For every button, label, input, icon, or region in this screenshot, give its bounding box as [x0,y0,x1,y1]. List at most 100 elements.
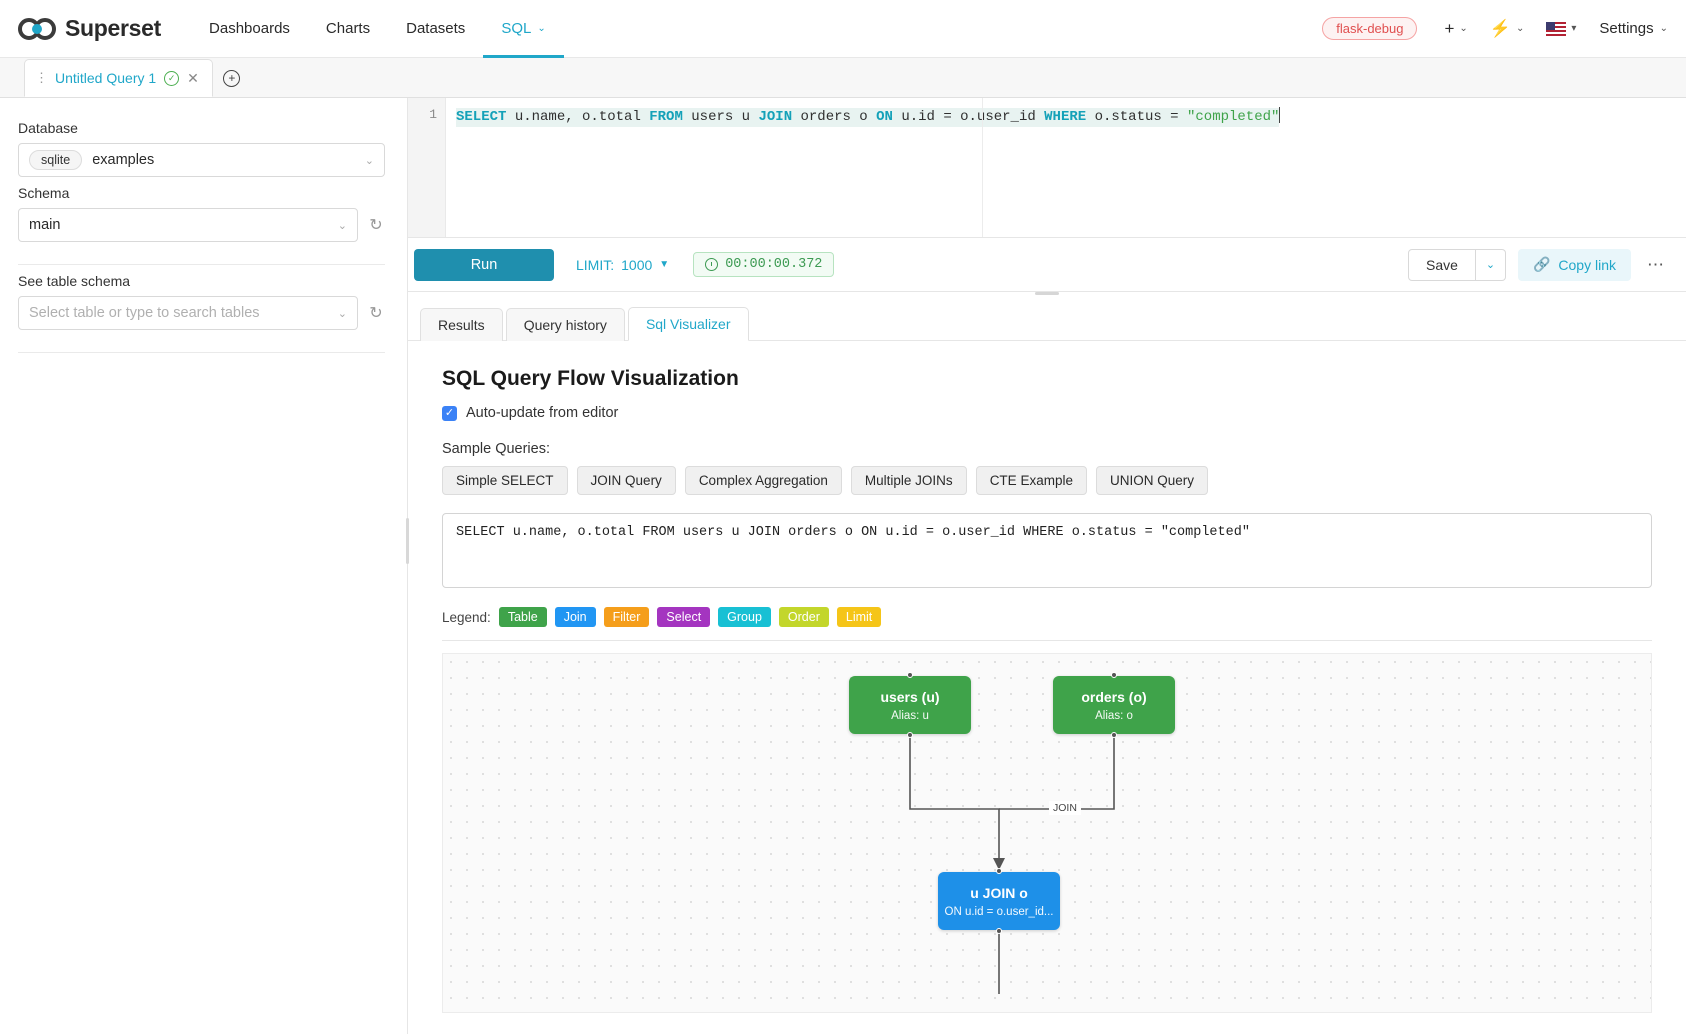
chevron-down-icon: ⌄ [1659,23,1668,34]
legend: Legend: Table Join Filter Select Group O… [442,607,1652,641]
flow-node-subtitle: ON u.id = o.user_id... [944,906,1054,918]
sidebar-divider [18,264,385,265]
nav-link-dashboards[interactable]: Dashboards [209,19,290,37]
bolt-menu[interactable]: ⚡ ⌄ [1481,20,1534,37]
legend-chip-join: Join [554,607,596,627]
plus-icon: + [1444,19,1455,38]
database-engine-pill: sqlite [29,150,83,170]
database-select[interactable]: sqlite examples ⌄ [18,143,385,177]
node-handle-top[interactable] [1111,672,1117,678]
settings-menu[interactable]: Settings ⌄ [1589,20,1668,37]
sidebar-divider-bottom [18,352,385,353]
edge-label-join: JOIN [1049,801,1081,815]
refresh-tables-icon[interactable]: ↻ [369,305,383,322]
refresh-schema-icon[interactable]: ↻ [369,217,383,234]
sidebar-resize-handle[interactable] [406,518,409,564]
editor-vertical-rule [982,98,983,237]
table-select-row: Select table or type to search tables ⌄ … [18,296,385,330]
legend-chip-group: Group [718,607,771,627]
superset-logo[interactable]: Superset [0,15,161,42]
sql-editor[interactable]: 1 SELECT u.name, o.total FROM users u JO… [408,98,1686,238]
caret-down-icon: ▾ [1571,23,1577,34]
flow-node-title: orders (o) [1081,689,1147,705]
caret-down-icon: ▼ [659,259,670,270]
node-handle-bottom[interactable] [907,732,913,738]
flow-node-subtitle: Alias: u [891,710,929,722]
limit-value: 1000 [621,256,653,273]
node-handle-bottom[interactable] [996,928,1002,934]
copy-link-label: Copy link [1558,256,1616,273]
sample-queries-label: Sample Queries: [442,441,550,457]
close-icon[interactable]: ✕ [187,69,199,86]
chevron-down-icon: ⌄ [537,22,546,34]
schema-label: Schema [18,185,70,201]
auto-update-row: ✓ Auto-update from editor [442,405,1652,421]
text-cursor [1279,107,1281,123]
add-query-tab-button[interactable]: + [213,59,251,97]
table-search-placeholder: Select table or type to search tables [29,305,260,321]
more-options-icon[interactable]: ⋯ [1647,254,1664,274]
plus-circle-icon: + [223,69,241,87]
us-flag-icon [1546,21,1567,36]
sql-visualizer-panel: SQL Query Flow Visualization ✓ Auto-upda… [408,341,1686,1034]
tab-results[interactable]: Results [420,308,503,341]
nav-link-datasets[interactable]: Datasets [406,19,466,37]
auto-update-label: Auto-update from editor [466,405,619,421]
check-circle-icon: ✓ [164,70,180,86]
bolt-icon: ⚡ [1489,19,1511,38]
editor-toolbar: Run LIMIT: 1000 ▼ 00:00:00.372 Save ⌄ 🔗 [408,238,1686,295]
toolbar-right-group: Save ⌄ 🔗 Copy link ⋯ [1407,248,1668,281]
limit-label: LIMIT: [576,256,615,273]
copy-link-button[interactable]: 🔗 Copy link [1517,248,1631,281]
query-tab-untitled-query-1[interactable]: ⋮ Untitled Query 1 ✓ ✕ [24,59,213,97]
main-nav: Dashboards Charts Datasets SQL ⌄ [191,0,564,58]
clock-icon [705,258,719,271]
flow-edges [909,734,1115,994]
flow-node-orders[interactable]: orders (o) Alias: o [1053,672,1175,738]
sql-input-textarea[interactable] [442,513,1652,588]
nav-link-sql[interactable]: SQL ⌄ [483,0,563,58]
table-search-select[interactable]: Select table or type to search tables ⌄ [18,296,358,330]
tab-sql-visualizer[interactable]: Sql Visualizer [627,307,749,341]
sample-query-buttons: Simple SELECT JOIN Query Complex Aggrega… [442,466,1652,495]
flow-node-join[interactable]: u JOIN o ON u.id = o.user_id... [938,868,1060,934]
node-handle-top[interactable] [907,672,913,678]
legend-chip-select: Select [657,607,711,627]
brand-text: Superset [65,15,162,41]
sample-button-cte-example[interactable]: CTE Example [975,466,1087,495]
flow-node-subtitle: Alias: o [1095,710,1133,722]
schema-select[interactable]: main ⌄ [18,208,358,242]
sample-button-complex-aggregation[interactable]: Complex Aggregation [684,466,842,495]
schema-row: main ⌄ ↻ [18,208,385,242]
sql-code-line: SELECT u.name, o.total FROM users u JOIN… [456,108,1280,127]
sample-button-union-query[interactable]: UNION Query [1095,466,1208,495]
run-button[interactable]: Run [414,248,554,281]
tab-query-history[interactable]: Query history [505,308,625,341]
sample-button-multiple-joins[interactable]: Multiple JOINs [850,466,967,495]
editor-gutter: 1 [408,98,446,237]
superset-mark-icon [18,17,56,40]
workspace: Database sqlite examples ⌄ Schema main ⌄… [0,98,1686,1034]
limit-dropdown[interactable]: LIMIT: 1000 ▼ [576,257,669,273]
query-tab-label: Untitled Query 1 [55,70,157,86]
auto-update-checkbox[interactable]: ✓ [442,405,457,421]
save-dropdown-button[interactable]: ⌄ [1475,248,1506,281]
flow-node-users[interactable]: users (u) Alias: u [849,672,971,738]
editor-resize-handle[interactable] [1035,292,1059,295]
sample-button-join-query[interactable]: JOIN Query [576,466,676,495]
editor-code-area[interactable]: SELECT u.name, o.total FROM users u JOIN… [446,98,1686,237]
new-item-menu[interactable]: + ⌄ [1435,20,1476,37]
line-number: 1 [429,107,437,122]
node-handle-top[interactable] [996,868,1002,874]
nav-link-charts[interactable]: Charts [325,19,371,37]
settings-label: Settings [1599,20,1654,37]
save-group: Save ⌄ [1407,248,1506,281]
flow-canvas[interactable]: users (u) Alias: u orders (o) Alias: o u… [442,653,1652,1013]
language-menu[interactable]: ▾ [1537,21,1585,36]
node-handle-bottom[interactable] [1111,732,1117,738]
drag-grip-icon[interactable]: ⋮ [35,70,48,85]
table-schema-label: See table schema [18,273,131,289]
page-title: SQL Query Flow Visualization [442,367,739,390]
sample-button-simple-select[interactable]: Simple SELECT [442,466,568,495]
save-button[interactable]: Save [1407,248,1476,281]
